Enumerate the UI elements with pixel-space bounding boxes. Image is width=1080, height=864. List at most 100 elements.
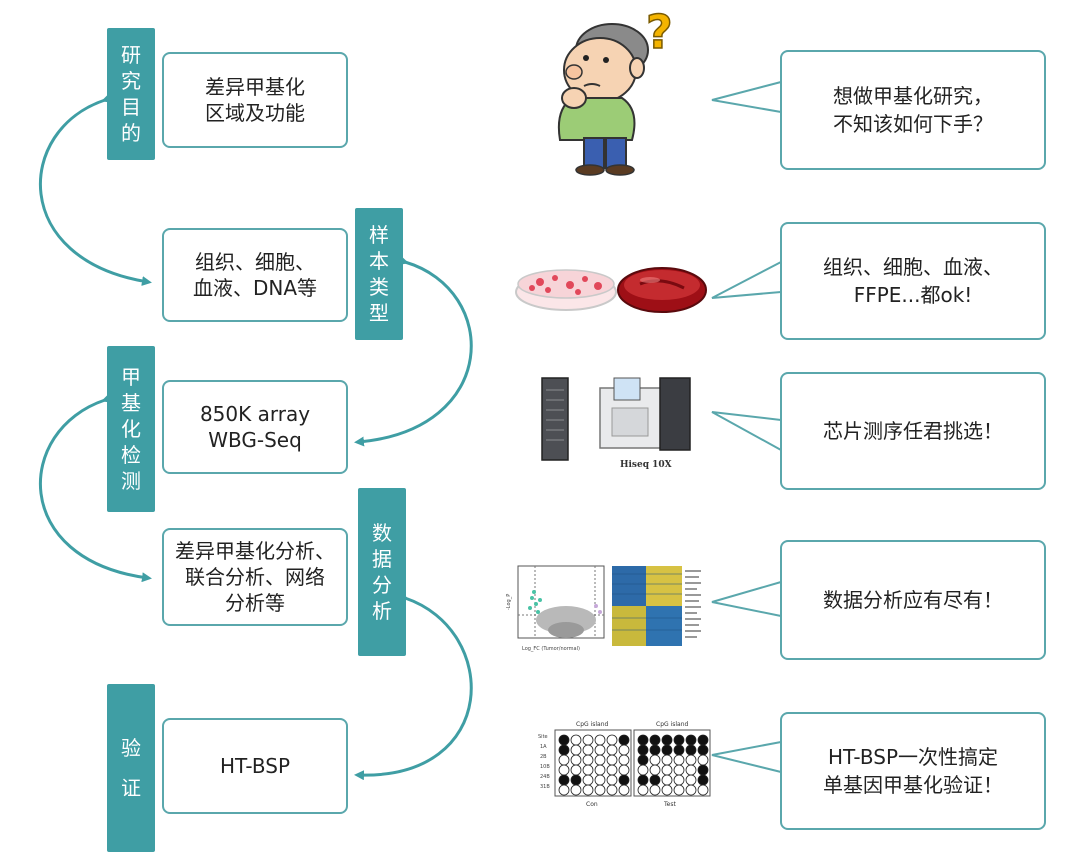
cpg-lollipop — [697, 744, 709, 756]
cpg-lollipop — [594, 764, 606, 776]
bubble-tail-1 — [711, 81, 782, 113]
box-validation: HT-BSP — [162, 718, 348, 814]
cpg-lollipop — [661, 774, 673, 786]
bubble-analysis-text: 数据分析应有尽有！ — [823, 588, 1003, 612]
cpg-lollipop — [685, 744, 697, 756]
cpg-lollipop — [558, 754, 570, 766]
cpg-lollipop — [685, 774, 697, 786]
cpg-lollipop — [673, 734, 685, 746]
cpg-x-right: Test — [663, 801, 676, 808]
tag-validation: 验证 — [107, 684, 155, 852]
tag-data-analysis: 数据分析 — [358, 488, 406, 656]
box-research-purpose: 差异甲基化 区域及功能 — [162, 52, 348, 148]
bubble-question-text: 想做甲基化研究， 不知该如何下手？ — [833, 84, 993, 136]
bubble-htbsp — [780, 712, 1046, 830]
cpg-lollipop — [661, 734, 673, 746]
petri-dish-illustration — [515, 267, 707, 313]
cpg-lollipop — [649, 744, 661, 756]
arrow-analysis-validation — [354, 591, 473, 781]
cpg-lollipop — [570, 774, 582, 786]
cpg-lollipop — [685, 764, 697, 776]
cpg-lollipop — [594, 734, 606, 746]
cpg-lollipop — [582, 754, 594, 766]
box-sample-type: 组织、细胞、 血液、DNA等 — [162, 228, 348, 322]
box-data-analysis: 差异甲基化分析、 联合分析、网络 分析等 — [162, 528, 348, 626]
cpg-lollipop — [606, 754, 618, 766]
volcano-ylabel: -Log_P — [506, 594, 512, 610]
cpg-lollipop — [637, 774, 649, 786]
arrow-sample-detection — [354, 255, 473, 447]
cpg-lollipop-illustration: CpG island CpG island Site 1A 2B 10B 24B… — [538, 721, 711, 808]
cpg-lollipop — [558, 764, 570, 776]
cpg-lollipop — [637, 784, 649, 796]
tag-sample-type: 样本类型 — [355, 208, 403, 340]
cpg-row-0: Site — [538, 734, 548, 740]
bubble-platforms — [780, 372, 1046, 490]
cpg-lollipop — [606, 784, 618, 796]
cpg-lollipop — [673, 744, 685, 756]
cpg-lollipop — [618, 734, 630, 746]
cpg-lollipop — [618, 774, 630, 786]
cpg-lollipop — [661, 744, 673, 756]
cpg-lollipop — [582, 764, 594, 776]
tag-research-purpose: 研究目的 — [107, 28, 155, 160]
cpg-lollipop — [637, 754, 649, 766]
arrow-detection-analysis — [38, 393, 152, 583]
cpg-x-left: Con — [586, 801, 598, 808]
cpg-row-5: 31B — [540, 784, 550, 790]
box-methylation-detection: 850K array WBG-Seq — [162, 380, 348, 474]
cpg-lollipop — [582, 774, 594, 786]
confused-person-illustration: ? — [557, 4, 673, 176]
cpg-lollipop — [594, 754, 606, 766]
cpg-lollipop — [558, 744, 570, 756]
cpg-lollipop — [697, 764, 709, 776]
cpg-label-right: CpG island — [656, 721, 688, 728]
cpg-row-3: 10B — [540, 764, 550, 770]
cpg-lollipop — [697, 754, 709, 766]
cpg-lollipop — [649, 754, 661, 766]
cpg-row-2: 2B — [540, 754, 547, 760]
sequencer-label: Hiseq 10X — [620, 460, 672, 470]
cpg-lollipop — [673, 784, 685, 796]
bubble-htbsp-text: HT-BSP一次性搞定 单基因甲基化验证！ — [823, 745, 1003, 797]
cpg-lollipop — [673, 774, 685, 786]
bubble-tail-3 — [711, 411, 782, 451]
cpg-lollipop — [558, 734, 570, 746]
tag-methylation-detection: 甲基化检测 — [107, 346, 155, 512]
cpg-lollipop — [582, 784, 594, 796]
bubble-tail-4 — [711, 581, 782, 617]
bubble-question — [780, 50, 1046, 170]
cpg-lollipop — [685, 784, 697, 796]
bubble-tail-2 — [711, 261, 782, 299]
sequencer-illustration: Hiseq 10X — [541, 377, 691, 470]
cpg-row-4: 24B — [540, 774, 550, 780]
cpg-lollipop — [570, 784, 582, 796]
cpg-lollipop — [637, 744, 649, 756]
cpg-lollipop — [606, 744, 618, 756]
cpg-lollipop — [649, 764, 661, 776]
cpg-lollipop — [558, 774, 570, 786]
cpg-lollipop — [649, 774, 661, 786]
cpg-lollipop — [637, 734, 649, 746]
bubble-samples-text: 组织、细胞、血液、 FFPE...都ok! — [823, 255, 1003, 307]
cpg-lollipop — [570, 744, 582, 756]
volcano-heatmap-illustration: Log_FC (Tumor/normal) -Log_P — [506, 565, 701, 652]
cpg-lollipop — [558, 784, 570, 796]
cpg-lollipop — [594, 784, 606, 796]
volcano-xlabel: Log_FC (Tumor/normal) — [522, 646, 580, 652]
cpg-lollipop — [685, 734, 697, 746]
bubble-tail-5 — [711, 741, 782, 773]
cpg-lollipop — [618, 764, 630, 776]
cpg-lollipop — [594, 774, 606, 786]
cpg-lollipop — [637, 764, 649, 776]
cpg-lollipop — [649, 734, 661, 746]
cpg-label-left: CpG island — [576, 721, 608, 728]
bubble-analysis — [780, 540, 1046, 660]
cpg-lollipop — [697, 774, 709, 786]
cpg-lollipop — [570, 754, 582, 766]
bubble-platforms-text: 芯片测序任君挑选！ — [823, 419, 1003, 443]
cpg-lollipop — [570, 734, 582, 746]
cpg-lollipop — [697, 734, 709, 746]
cpg-lollipop — [618, 754, 630, 766]
cpg-lollipop — [582, 734, 594, 746]
